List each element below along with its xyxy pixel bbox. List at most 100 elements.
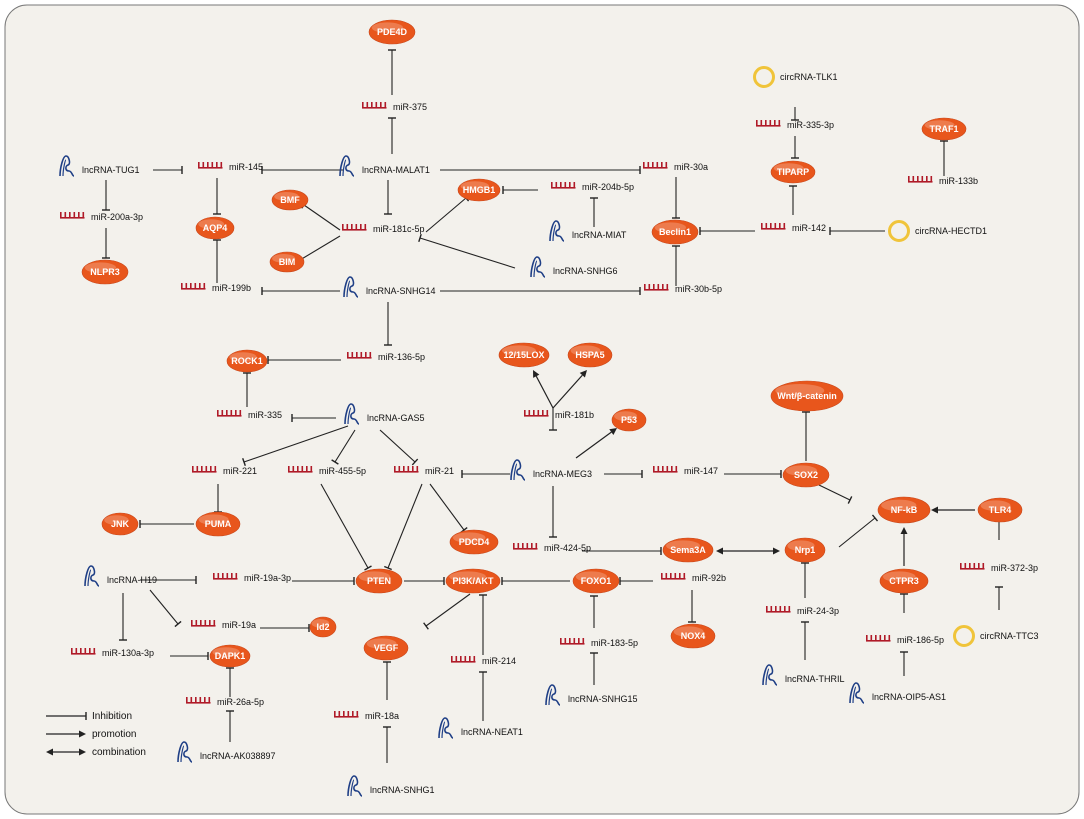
mir-455-5p-node: miR-455-5p bbox=[288, 466, 366, 476]
mir-183-5p-label: miR-183-5p bbox=[591, 638, 638, 648]
traf1-node: TRAF1 bbox=[921, 117, 967, 141]
mir-19a-3p-label: miR-19a-3p bbox=[244, 573, 291, 583]
lncrna-icon bbox=[177, 741, 193, 763]
mir-30b-5p-node: miR-30b-5p bbox=[644, 284, 722, 294]
lncrna-gas5-node: lncRNA-GAS5 bbox=[344, 403, 425, 425]
mir-183-5p-node: miR-183-5p bbox=[560, 638, 638, 648]
mir-130a-3p-node: miR-130a-3p bbox=[71, 648, 154, 658]
inhibition-edge-6 bbox=[102, 180, 110, 211]
lncrna-ak038897-node: lncRNA-AK038897 bbox=[177, 741, 276, 763]
mir-424-5p-node: miR-424-5p bbox=[513, 543, 591, 553]
mir-186-5p-label: miR-186-5p bbox=[897, 635, 944, 645]
inhibition-edge-52 bbox=[838, 514, 879, 548]
dapk1-node: DAPK1 bbox=[209, 644, 251, 668]
mir-335-3p-label: miR-335-3p bbox=[787, 120, 834, 130]
aqp4-label: AQP4 bbox=[203, 223, 228, 233]
inhibition-edge-77 bbox=[590, 652, 598, 685]
mirna-icon bbox=[334, 711, 359, 718]
circrna-tlk1-label: circRNA-TLK1 bbox=[780, 72, 838, 82]
mir-147-label: miR-147 bbox=[684, 466, 718, 476]
wnt-catenin-label: Wnt/β-catenin bbox=[777, 391, 837, 401]
lncrna-neat1-node: lncRNA-NEAT1 bbox=[438, 717, 523, 739]
mir-24-3p-label: miR-24-3p bbox=[797, 606, 839, 616]
mir-335-3p-node: miR-335-3p bbox=[756, 120, 834, 130]
nox4-ellipse bbox=[670, 623, 716, 649]
mir-181c-5p-node: miR-181c-5p bbox=[342, 224, 425, 234]
mirna-icon bbox=[756, 120, 781, 127]
foxo1-ellipse bbox=[572, 568, 620, 594]
legend-inhibition-label: Inhibition bbox=[92, 711, 132, 722]
inhibition-edge-63 bbox=[619, 577, 653, 585]
lncrna-tug1-node: lncRNA-TUG1 bbox=[59, 155, 140, 177]
hspa5-ellipse bbox=[567, 342, 613, 368]
lncrna-gas5-label: lncRNA-GAS5 bbox=[367, 413, 425, 423]
inhibition-edge-56 bbox=[995, 586, 1003, 610]
mir-214-node: miR-214 bbox=[451, 656, 516, 666]
inhibition-edge-13 bbox=[590, 197, 598, 227]
mirna-icon bbox=[394, 466, 419, 473]
mir-335-label: miR-335 bbox=[248, 410, 282, 420]
inhibition-edge-3 bbox=[153, 166, 183, 174]
mirna-icon bbox=[181, 283, 206, 290]
inhibition-edge-4 bbox=[213, 178, 221, 215]
lncrna-snhg6-label: lncRNA-SNHG6 bbox=[553, 266, 618, 276]
mirna-icon bbox=[60, 212, 85, 219]
mir-147-node: miR-147 bbox=[653, 466, 718, 476]
mir-335-node: miR-335 bbox=[217, 410, 282, 420]
lncrna-icon bbox=[438, 717, 454, 739]
mirna-icon bbox=[653, 466, 678, 473]
mir-199b-node: miR-199b bbox=[181, 283, 251, 293]
bim-node: BIM bbox=[269, 251, 305, 273]
lncrna-malat1-node: lncRNA-MALAT1 bbox=[339, 155, 430, 177]
puma-ellipse bbox=[195, 511, 241, 537]
mirna-icon bbox=[524, 410, 549, 417]
inhibition-edge-40 bbox=[802, 411, 810, 461]
mirna-icon bbox=[661, 573, 686, 580]
mir-375-node: miR-375 bbox=[362, 102, 427, 112]
mir-136-5p-label: miR-136-5p bbox=[378, 352, 425, 362]
inhibition-edge-62 bbox=[501, 577, 570, 585]
bim-label: BIM bbox=[279, 257, 296, 267]
mir-21-node: miR-21 bbox=[394, 466, 454, 476]
lncrna-icon bbox=[343, 276, 359, 298]
inhibition-edge-8 bbox=[384, 180, 392, 215]
inhibition-edge-72 bbox=[383, 661, 391, 700]
mirna-icon bbox=[451, 656, 476, 663]
inhibition-edge-19 bbox=[791, 107, 799, 121]
inhibition-edge-67 bbox=[260, 624, 310, 632]
inhibition-edge-68 bbox=[119, 593, 127, 641]
promotion-edge-37 bbox=[575, 428, 617, 459]
mirna-icon bbox=[766, 606, 791, 613]
sox2-node: SOX2 bbox=[782, 462, 830, 488]
legend-combination-label: combination bbox=[92, 747, 146, 758]
inhibition-edge-55 bbox=[801, 621, 809, 660]
mirna-icon bbox=[551, 182, 576, 189]
pde4d-ellipse bbox=[368, 19, 416, 45]
mirna-icon bbox=[513, 543, 538, 550]
inhibition-edge-59 bbox=[140, 576, 197, 584]
id2-label: Id2 bbox=[316, 622, 329, 632]
lncrna-snhg6-node: lncRNA-SNHG6 bbox=[530, 256, 618, 278]
nlpr3-label: NLPR3 bbox=[90, 267, 120, 277]
mirna-icon bbox=[347, 352, 372, 359]
hmgb1-node: HMGB1 bbox=[457, 178, 501, 202]
lncrna-miat-node: lncRNA-MIAT bbox=[549, 220, 627, 242]
lncrna-h19-label: lncRNA-H19 bbox=[107, 575, 157, 585]
inhibition-edge-29 bbox=[291, 414, 336, 422]
mir-200a-3p-node: miR-200a-3p bbox=[60, 212, 143, 222]
rock1-ellipse bbox=[226, 349, 268, 373]
inhibition-edge-34 bbox=[549, 408, 557, 431]
ctpr3-label: CTPR3 bbox=[889, 576, 919, 586]
ctpr3-node: CTPR3 bbox=[879, 568, 929, 594]
lncrna-tug1-label: lncRNA-TUG1 bbox=[82, 165, 140, 175]
pdcd4-label: PDCD4 bbox=[459, 537, 490, 547]
inhibition-edge-41 bbox=[818, 484, 853, 504]
inhibition-edge-38 bbox=[604, 470, 643, 478]
inhibition-edge-61 bbox=[404, 577, 445, 585]
puma-node: PUMA bbox=[195, 511, 241, 537]
mirna-icon bbox=[362, 102, 387, 109]
mirna-icon bbox=[198, 162, 223, 169]
lncrna-oip5-as1-label: lncRNA-OIP5-AS1 bbox=[872, 692, 946, 702]
mir-133b-label: miR-133b bbox=[939, 176, 978, 186]
